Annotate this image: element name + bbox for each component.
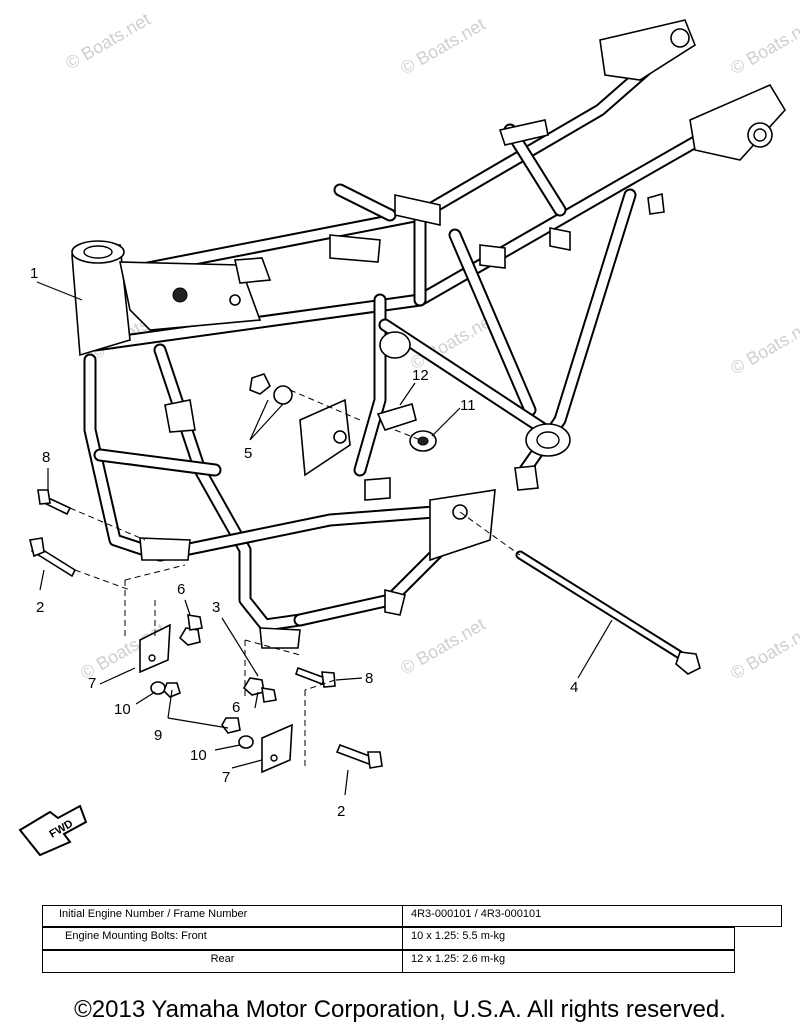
hardware [29,373,701,774]
fwd-arrow-icon: FWD [18,804,88,857]
callout-4: 4 [570,679,578,696]
copyright-text: ©2013 Yamaha Motor Corporation, U.S.A. A… [74,996,726,1023]
callout-3: 3 [212,599,220,616]
table-cell-value: 10 x 1.25: 5.5 m-kg [411,930,506,942]
table-cell-value: 4R3-000101 / 4R3-000101 [411,908,542,920]
callouts: 1 2 2 3 4 5 6 6 7 7 8 8 9 10 10 11 12 [30,265,578,820]
watermark-text: © Boats.net [397,614,489,678]
watermark-text: © Boats.net [727,314,800,378]
callout-11: 11 [460,397,476,414]
table-cell-value: 12 x 1.25: 2.6 m-kg [411,953,506,965]
watermark-text: © Boats.net [62,9,154,73]
callout-8-left: 8 [42,449,50,466]
callout-5: 5 [244,445,252,462]
watermark-text: © Boats.net [397,14,489,78]
callout-2-rear: 2 [337,803,345,820]
spec-table: Initial Engine Number / Frame Number 4R3… [42,905,782,973]
callout-10-left: 10 [114,701,131,718]
table-cell-label: Rear [43,951,403,972]
watermark-text: © Boats.net [727,619,800,683]
table-row: Initial Engine Number / Frame Number 4R3… [42,905,782,927]
table-row: Rear 12 x 1.25: 2.6 m-kg [42,950,735,973]
callout-10-right: 10 [190,747,207,764]
watermark-text: © Boats.net [727,14,800,78]
callout-1: 1 [30,265,38,282]
callout-8-right: 8 [365,670,373,687]
frame-assembly [71,19,786,649]
callout-7-left: 7 [88,675,96,692]
leader-lines [36,281,613,796]
callout-6-left: 6 [177,581,185,598]
callout-6-right: 6 [232,699,240,716]
callout-2-front: 2 [36,599,44,616]
callout-12: 12 [412,367,429,384]
callout-9: 9 [154,727,162,744]
watermarks: © Boats.net © Boats.net © Boats.net © Bo… [62,9,800,683]
table-cell-label: Engine Mounting Bolts: Front [43,928,403,949]
callout-7-right: 7 [222,769,230,786]
table-row: Engine Mounting Bolts: Front 10 x 1.25: … [42,927,735,950]
table-cell-label: Initial Engine Number / Frame Number [43,906,403,926]
